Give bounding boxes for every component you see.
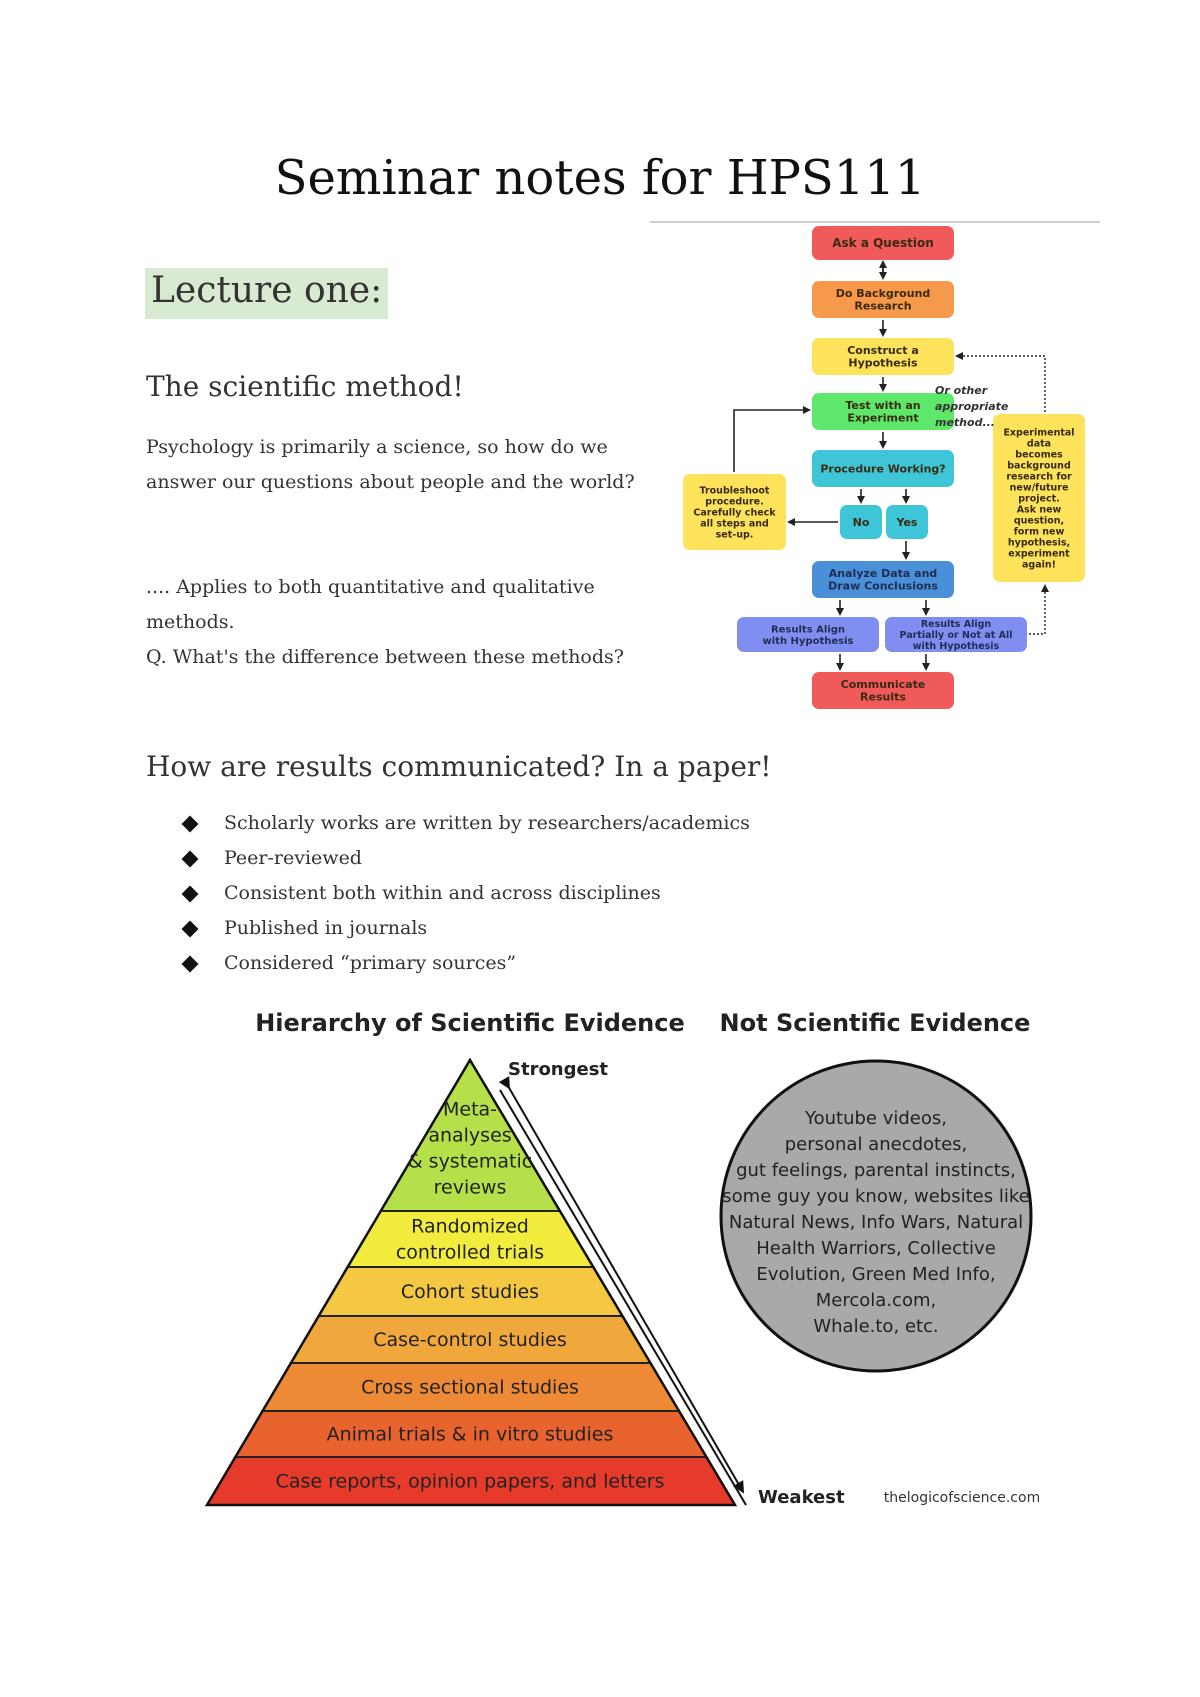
pyramid-level-label: Cross sectional studies xyxy=(361,1377,579,1399)
experiment-box xyxy=(812,393,954,430)
scientific-method-flowchart: Ask a Question Do BackgroundResearchConst… xyxy=(650,221,1100,709)
not-evidence-line: Natural News, Info Wars, Natural xyxy=(729,1212,1023,1233)
experimental-data-box-label: experiment xyxy=(1008,548,1070,559)
scientific-method-heading: The scientific method! xyxy=(146,370,464,403)
not-evidence-line: personal anecdotes, xyxy=(785,1134,968,1155)
strongest-label: Strongest xyxy=(508,1059,608,1080)
troubleshoot-box-label: procedure. xyxy=(705,496,763,507)
communicate-box-label: Communicate xyxy=(841,678,926,691)
lecture-heading: Lecture one: xyxy=(145,268,389,319)
analyze-box-label: Draw Conclusions xyxy=(828,580,938,593)
results-not-align-box-label: Results Align xyxy=(921,619,992,630)
results-align-box-label: Results Align xyxy=(771,624,845,635)
list-item: Considered “primary sources” xyxy=(180,946,750,981)
methods-line: .... Applies to both quantitative and qu… xyxy=(146,576,595,633)
pyramid-level-label: Cohort studies xyxy=(401,1281,539,1303)
yes-box xyxy=(886,505,928,539)
results-align-box-label: with Hypothesis xyxy=(763,636,854,647)
not-evidence-line: some guy you know, websites like xyxy=(722,1186,1029,1207)
hypothesis-box-label: Hypothesis xyxy=(848,357,918,370)
no-box-label: No xyxy=(853,516,870,529)
experimental-data-box-label: again! xyxy=(1022,559,1056,570)
pyramid-level-label: Case reports, opinion papers, and letter… xyxy=(276,1471,665,1493)
not-evidence-line: Mercola.com, xyxy=(816,1290,936,1311)
strength-arrow xyxy=(498,1076,745,1494)
not-evidence-line: Health Warriors, Collective xyxy=(756,1238,996,1259)
ask-question-box xyxy=(812,226,954,260)
results-not-align-box xyxy=(885,617,1027,652)
list-item: Consistent both within and across discip… xyxy=(180,876,750,911)
pyramid-level-label: analyses xyxy=(428,1125,511,1147)
experimental-data-box-label: question, xyxy=(1014,515,1064,526)
question-line: Q. What's the difference between these m… xyxy=(146,646,624,668)
not-evidence-line: gut feelings, parental instincts, xyxy=(736,1160,1016,1181)
troubleshoot-box xyxy=(683,474,786,550)
troubleshoot-box-label: Troubleshoot xyxy=(700,485,770,496)
results-not-align-box-label: Partially or Not at All xyxy=(900,630,1013,641)
results-align-box xyxy=(737,617,879,652)
page-title: Seminar notes for HPS111 xyxy=(274,150,926,206)
pyramid-level-label: Case-control studies xyxy=(373,1329,567,1351)
experiment-box-label: Test with an xyxy=(845,399,920,412)
troubleshoot-box-label: Carefully check xyxy=(693,507,776,518)
analyze-box xyxy=(812,561,954,598)
list-item: Peer-reviewed xyxy=(180,841,750,876)
flow-arrow xyxy=(733,406,811,472)
experiment-box-label: Experiment xyxy=(847,412,918,425)
experimental-data-box-label: research for xyxy=(1006,471,1072,482)
other-method-label: Or other xyxy=(935,384,988,397)
troubleshoot-box-label: all steps and xyxy=(700,518,769,529)
troubleshoot-box-label: set-up. xyxy=(716,529,754,540)
flow-arrow xyxy=(955,352,1046,412)
other-method-label: appropriate xyxy=(935,400,1009,413)
results-heading: How are results communicated? In a paper… xyxy=(146,750,772,783)
no-box xyxy=(840,505,882,539)
experimental-data-box-label: background xyxy=(1007,460,1071,471)
communicate-box xyxy=(812,672,954,709)
experimental-data-box-label: data xyxy=(1027,438,1051,449)
pyramid-level-label: controlled trials xyxy=(396,1242,544,1264)
other-method-label: method... xyxy=(935,416,995,429)
procedure-working-box-label: Procedure Working? xyxy=(820,462,945,475)
not-evidence-line: Whale.to, etc. xyxy=(813,1316,938,1337)
pyramid-level-label: Meta- xyxy=(443,1099,497,1121)
ask-question-box-label: Ask a Question xyxy=(832,236,934,250)
list-item: Scholarly works are written by researche… xyxy=(180,806,750,841)
background-research-box xyxy=(812,281,954,318)
experimental-data-box-label: form new xyxy=(1014,526,1065,537)
not-evidence-title: Not Scientific Evidence xyxy=(720,1009,1031,1037)
hierarchy-title: Hierarchy of Scientific Evidence xyxy=(255,1009,685,1037)
bullet-list: Scholarly works are written by researche… xyxy=(180,806,750,981)
experimental-data-box-label: becomes xyxy=(1015,449,1063,460)
background-research-box-label: Research xyxy=(854,300,911,313)
intro-paragraph: Psychology is primarily a science, so ho… xyxy=(146,436,635,493)
list-item: Published in journals xyxy=(180,911,750,946)
methods-paragraph: .... Applies to both quantitative and qu… xyxy=(146,570,666,675)
flow-arrow xyxy=(1029,584,1049,635)
analyze-box-label: Analyze Data and xyxy=(829,567,938,580)
yes-box-label: Yes xyxy=(896,516,918,529)
not-evidence-line: Youtube videos, xyxy=(804,1108,947,1129)
not-evidence-circle xyxy=(719,1059,1033,1373)
pyramid-level-label: reviews xyxy=(434,1177,507,1199)
experimental-data-box-label: project. xyxy=(1018,493,1060,504)
hypothesis-box-label: Construct a xyxy=(847,344,919,357)
source-credit: thelogicofscience.com xyxy=(884,1490,1040,1506)
hypothesis-box xyxy=(812,338,954,375)
pyramid-level-label: Randomized xyxy=(411,1216,529,1238)
experimental-data-box-label: Ask new xyxy=(1017,504,1062,515)
experimental-data-box-label: Experimental xyxy=(1003,427,1074,438)
procedure-working-box xyxy=(812,450,954,487)
pyramid-level-label: & systematic xyxy=(408,1151,532,1173)
background-research-box-label: Do Background xyxy=(836,287,931,300)
experimental-data-box-label: new/future xyxy=(1010,482,1069,493)
weakest-label: Weakest xyxy=(758,1487,845,1508)
not-evidence-line: Evolution, Green Med Info, xyxy=(756,1264,995,1285)
experimental-data-box xyxy=(993,414,1085,582)
experimental-data-box-label: hypothesis, xyxy=(1008,537,1070,548)
results-not-align-box-label: with Hypothesis xyxy=(913,641,1000,652)
communicate-box-label: Results xyxy=(860,691,906,704)
pyramid-level-label: Animal trials & in vitro studies xyxy=(327,1424,614,1446)
